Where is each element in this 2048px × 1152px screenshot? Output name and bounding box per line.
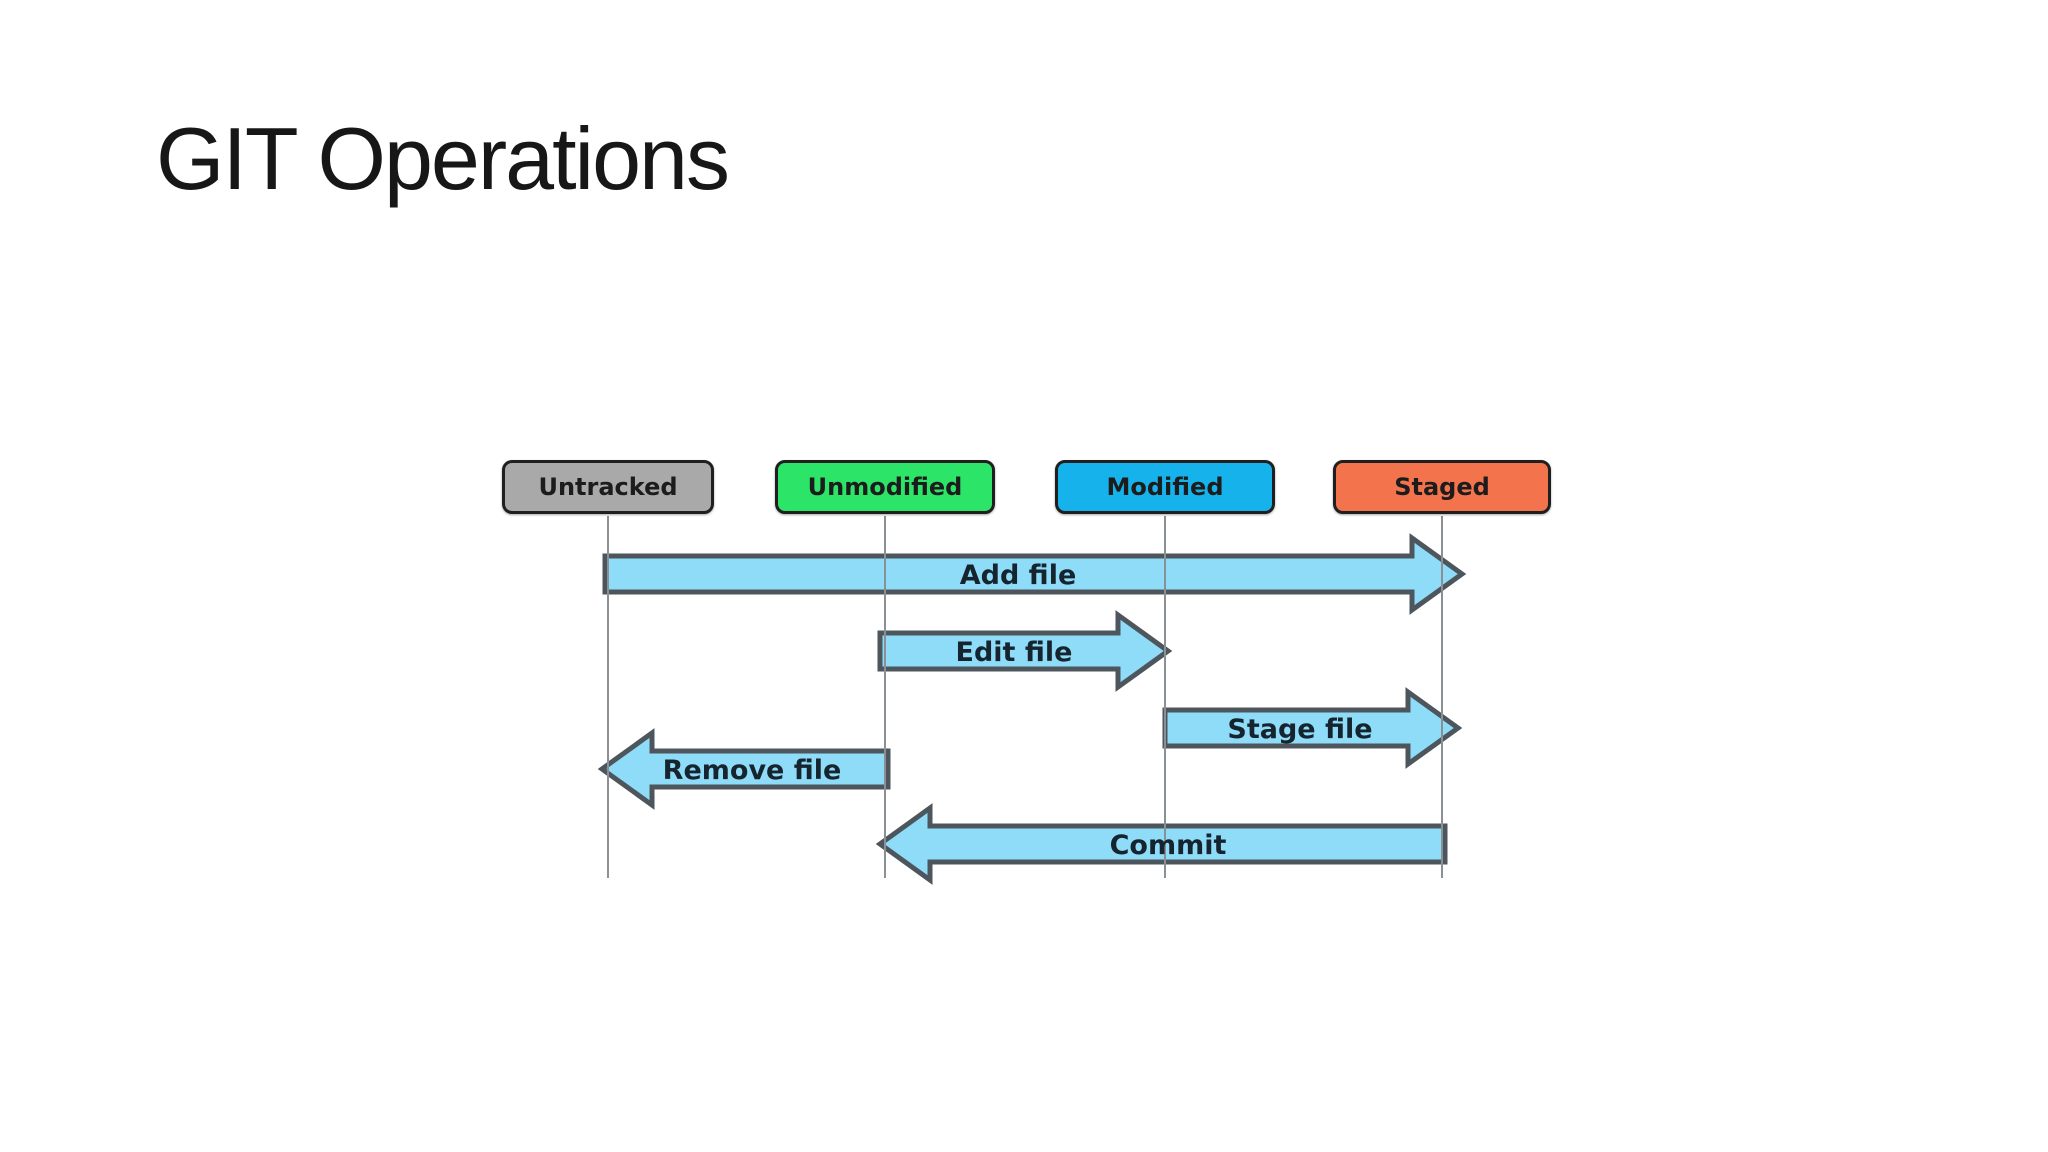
arrow-remove-file <box>597 728 891 810</box>
arrow-edit-file <box>877 610 1173 692</box>
arrow-stage-file <box>1162 687 1463 769</box>
arrow-label-stage-file: Stage file <box>1227 714 1372 745</box>
arrow-label-add-file: Add file <box>960 560 1077 591</box>
state-box-unmodified: Unmodified <box>775 460 995 514</box>
arrow-label-commit: Commit <box>1110 830 1227 861</box>
state-box-untracked: Untracked <box>502 460 714 514</box>
arrow-commit <box>875 803 1448 885</box>
arrow-label-edit-file: Edit file <box>956 637 1073 668</box>
slide-title: GIT Operations <box>156 109 730 208</box>
arrow-add-file <box>602 533 1467 615</box>
arrow-label-remove-file: Remove file <box>663 755 842 786</box>
state-box-modified: Modified <box>1055 460 1275 514</box>
state-box-staged: Staged <box>1333 460 1551 514</box>
